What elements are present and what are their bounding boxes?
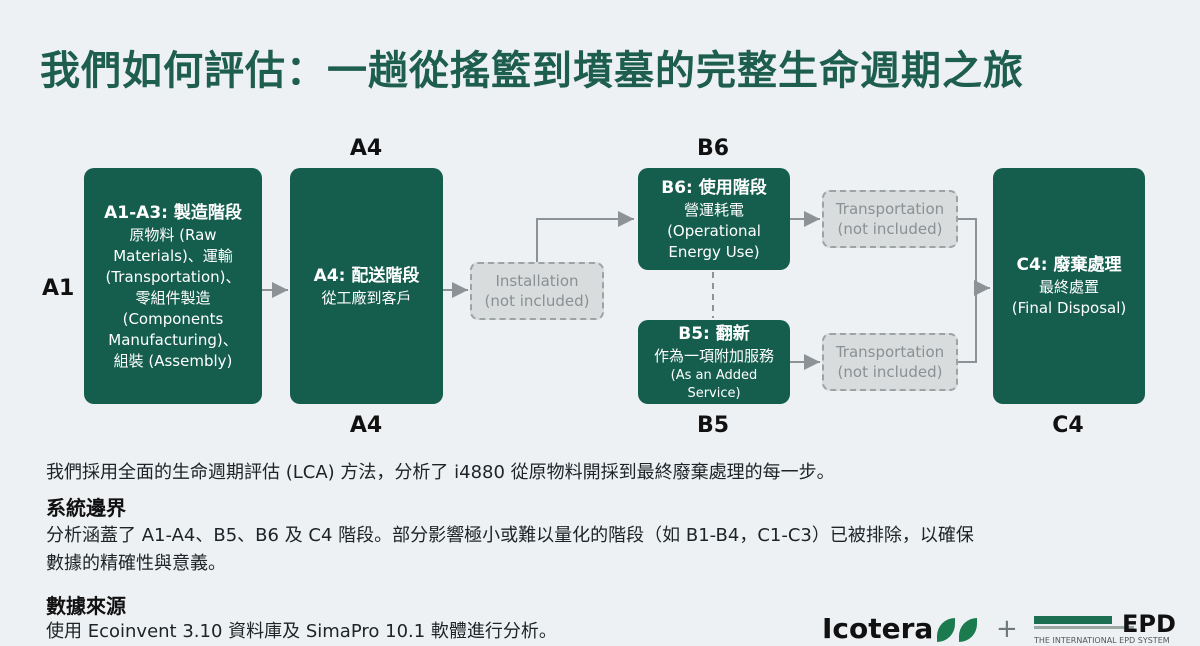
label-c4: C4 [1052,413,1084,438]
source-text: 使用 Ecoinvent 3.10 資料庫及 SimaPro 10.1 軟體進行… [46,621,557,642]
epd-line-icon [1034,626,1134,629]
box-b5-heading: B5: 翻新 [678,323,750,344]
box-c4-heading: C4: 廢棄處理 [1016,255,1122,275]
label-b6: B6 [696,136,730,161]
plus-sign: + [996,614,1018,644]
box-c4-sub: 最終處置 [1038,278,1099,296]
box-b6-line: (Operational [667,221,761,240]
leaf-icon [937,618,956,642]
box-a1-a3-line: Manufacturing)、 [108,330,238,349]
box-c4-disposal: C4: 廢棄處理 最終處置 (Final Disposal) [993,168,1145,404]
box-b5-refurbishment: B5: 翻新 作為一項附加服務 (As an Added Service) [638,320,790,404]
transport-bottom-line: Transportation [835,343,945,361]
box-a1-a3-line: (Components [122,309,224,328]
box-a4-distribution: A4: 配送階段 從工廠到客戶 [290,168,443,404]
label-a1: A1 [42,276,75,301]
box-a1-a3-heading: A1-A3: 製造階段 [104,202,242,223]
box-c4-small: (Final Disposal) [1011,299,1127,317]
boundary-text-line2: 數據的精確性與意義。 [46,553,226,574]
boundary-text-line1: 分析涵蓋了 A1-A4、B5、B6 及 C4 階段。部分影響極小或難以量化的階段… [46,525,974,546]
label-a4-top: A4 [349,136,383,161]
epd-logo: EPD THE INTERNATIONAL EPD SYSTEM [1034,610,1194,645]
arrow-transport-top-to-c4 [958,218,990,296]
epd-subtitle: THE INTERNATIONAL EPD SYSTEM [1034,636,1170,645]
label-b5: B5 [696,413,730,438]
box-b6-line: 營運耗電 [683,200,744,219]
box-b6-heading: B6: 使用階段 [661,177,767,198]
box-a1-a3-line: 零組件製造 [135,288,211,307]
icotera-wordmark: Icotera [822,612,934,645]
box-a1-a3-line: 原物料 (Raw [129,225,217,244]
installation-line: Installation [495,272,579,290]
box-b6-line: Energy Use) [668,242,760,261]
transport-top-line: Transportation [835,200,945,218]
boundary-heading: 系統邊界 [46,496,126,520]
box-transport-top-excluded: Transportation (not included) [822,190,958,248]
leaf-icon [959,618,978,642]
transport-bottom-line: (not included) [837,363,943,381]
arrow-transport-bottom-to-c4 [958,288,977,363]
epd-bar-icon [1034,616,1112,624]
box-a1-a3-manufacturing: A1-A3: 製造階段 原物料 (Raw Materials)、運輸 (Tran… [84,168,262,404]
box-b5-sub: 作為一項附加服務 [653,346,774,365]
label-a4-bottom: A4 [349,413,383,438]
source-heading: 數據來源 [46,594,126,618]
page-title: 我們如何評估：一趟從搖籃到墳墓的完整生命週期之旅 [40,48,1024,94]
box-a4-heading: A4: 配送階段 [313,265,420,286]
icotera-logo: Icotera [822,612,978,645]
box-a4-sub: 從工廠到客戶 [321,288,412,307]
box-b5-small: (As an Added Service) [670,367,758,401]
box-transport-bottom-excluded: Transportation (not included) [822,333,958,391]
transport-top-line: (not included) [837,220,943,238]
installation-line: (not included) [484,292,590,310]
box-a1-a3-line: 組裝 (Assembly) [113,351,233,370]
intro-text: 我們採用全面的生命週期評估 (LCA) 方法，分析了 i4880 從原物料開採到… [46,462,835,483]
epd-wordmark: EPD [1122,610,1176,638]
box-b6-use: B6: 使用階段 營運耗電 (Operational Energy Use) [638,168,790,270]
box-installation-excluded: Installation (not included) [470,262,604,320]
arrow-installation-to-b6 [536,211,634,262]
box-a1-a3-line: (Transportation)、 [105,267,241,286]
box-a1-a3-line: Materials)、運輸 [113,246,233,265]
